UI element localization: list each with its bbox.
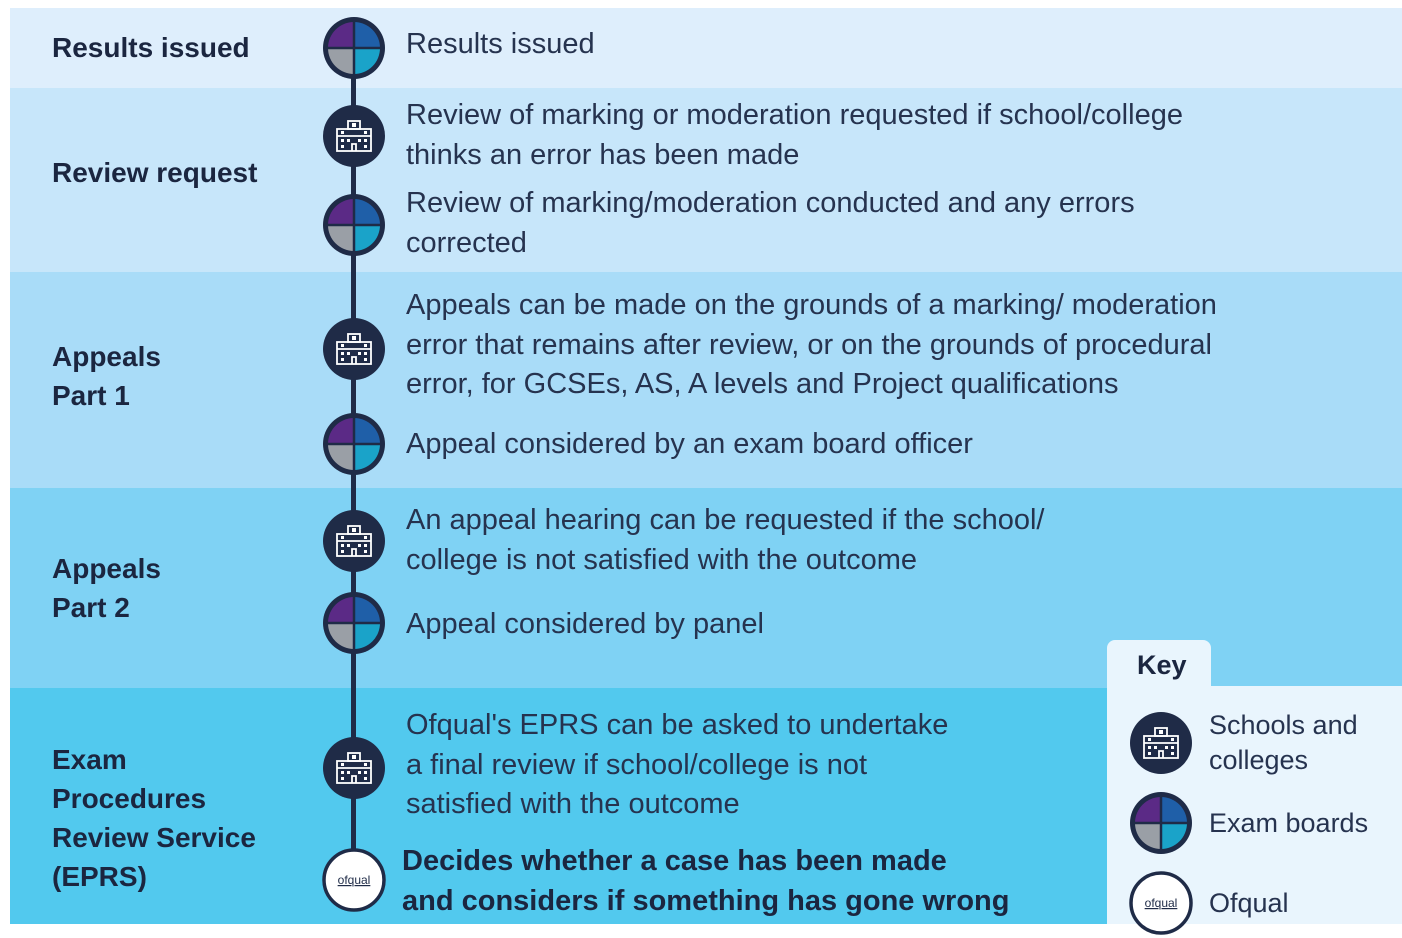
key-tab	[1107, 640, 1211, 690]
exam-boards-icon	[322, 16, 386, 80]
school-building-icon	[1129, 711, 1193, 775]
stage-band-review-request	[10, 88, 1402, 272]
step-review-conducted: Review of marking/moderation conducted a…	[406, 187, 1135, 259]
stage-label-eprs: Exam Procedures Review Service (EPRS)	[52, 744, 256, 892]
stage-label-appeals-part-2: Appeals Part 2	[52, 553, 161, 623]
step-appeal-hearing-request: An appeal hearing can be requested if th…	[406, 504, 1045, 576]
school-building-icon	[322, 104, 386, 168]
school-building-icon	[322, 736, 386, 800]
school-building-icon	[322, 509, 386, 573]
step-ofqual-decision: Decides whether a case has been made and…	[402, 845, 1010, 917]
key-label-exam-boards: Exam boards	[1209, 808, 1369, 838]
school-building-icon	[322, 317, 386, 381]
step-appeal-grounds: Appeals can be made on the grounds of a …	[406, 289, 1217, 400]
stage-label-appeals-part-1: Appeals Part 1	[52, 341, 161, 411]
ofqual-logo-text: ofqual	[338, 873, 371, 887]
key-item-ofqual: ofqual Ofqual	[1127, 868, 1397, 938]
step-appeal-panel: Appeal considered by panel	[406, 608, 764, 640]
key-label-schools: Schools and colleges	[1209, 710, 1358, 775]
exam-boards-quadrant-icon	[1129, 791, 1193, 855]
ofqual-logo-text: ofqual	[1145, 896, 1178, 910]
key-legend: Key Schools and colleges Exam boards ofq…	[1107, 640, 1402, 924]
key-item-schools: Schools and colleges	[1127, 708, 1397, 778]
ofqual-logo-icon: ofqual	[322, 848, 386, 912]
step-review-requested: Review of marking or moderation requeste…	[406, 99, 1183, 171]
key-item-exam-boards: Exam boards	[1127, 788, 1397, 858]
stage-label-review-request: Review request	[52, 157, 258, 188]
step-results-issued: Results issued	[406, 28, 595, 60]
stage-band-results-issued	[10, 8, 1402, 88]
exam-boards-icon	[322, 193, 386, 257]
exam-boards-icon	[322, 591, 386, 655]
key-title: Key	[1137, 650, 1187, 680]
stage-band-appeals-part-1	[10, 272, 1402, 488]
step-appeal-officer: Appeal considered by an exam board offic…	[406, 428, 973, 460]
stage-label-results-issued: Results issued	[52, 32, 250, 63]
appeals-process-diagram: Results issued Review request Appeals Pa…	[10, 8, 1402, 924]
exam-boards-icon	[322, 412, 386, 476]
step-eprs-request: Ofqual's EPRS can be asked to undertake …	[406, 709, 949, 820]
key-label-ofqual: Ofqual	[1209, 888, 1289, 918]
ofqual-logo-icon: ofqual	[1129, 871, 1193, 935]
